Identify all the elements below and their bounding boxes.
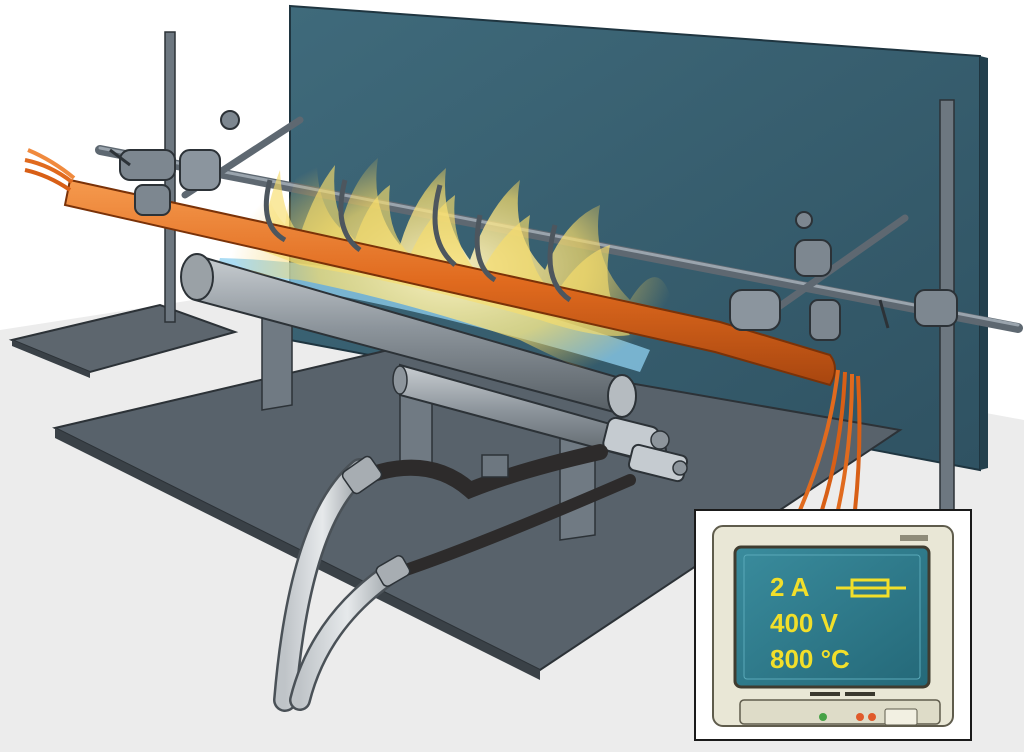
monitor-inset: 2 A 400 V 800 °C — [694, 509, 972, 741]
power-indicator-icon — [819, 713, 827, 721]
base-plate-edge — [55, 428, 540, 680]
monitor-screen — [733, 545, 931, 689]
voltage-reading: 400 V — [770, 608, 839, 638]
cable-support-rings — [263, 179, 572, 303]
test-cable — [24, 148, 862, 511]
temperature-reading: 800 °C — [770, 644, 850, 674]
status-indicator-icon — [856, 713, 864, 721]
gas-hoses — [273, 444, 636, 712]
current-reading: 2 A — [770, 572, 810, 602]
status-indicator-icon-2 — [868, 713, 876, 721]
burner-nozzles — [602, 416, 689, 483]
fuse-symbol-icon — [836, 578, 906, 598]
clamp-left — [109, 110, 240, 216]
monitor-buttons-row — [810, 692, 875, 696]
support-rod-right — [756, 214, 909, 324]
left-stand-base-edge — [12, 340, 90, 378]
clamp-right — [729, 211, 958, 341]
backboard-edge — [980, 56, 988, 470]
